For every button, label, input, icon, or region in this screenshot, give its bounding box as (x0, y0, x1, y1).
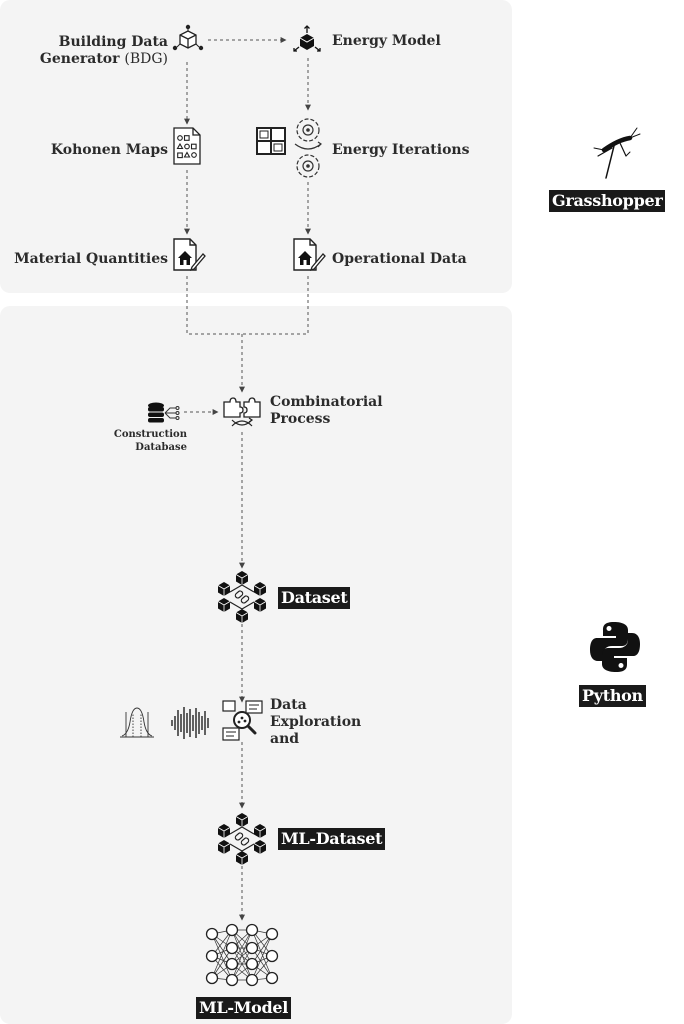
hex-cubes-icon (217, 813, 267, 865)
python-tool-label: Python (579, 685, 646, 707)
kohonen-maps-label: Kohonen Maps (50, 142, 168, 158)
construction-database-line2: Database (135, 442, 187, 453)
data-exploration-line2: Exploration (270, 714, 362, 730)
database-icon (148, 402, 180, 423)
hex-cubes-icon (217, 571, 267, 623)
neural-network-icon (205, 923, 279, 987)
bdg-label-line1: Building Data (58, 34, 168, 50)
gear-cycle-icon (294, 118, 322, 178)
bdg-label: Building Data Generator (BDG) (40, 34, 168, 68)
ml-dataset-label: ML-Dataset (278, 828, 386, 850)
house-edit-icon (173, 238, 206, 272)
window-grid-icon (256, 127, 286, 155)
combinatorial-line1: Combinatorial (270, 394, 383, 410)
operational-data-label: Operational Data (332, 251, 467, 267)
waveform-icon (171, 707, 209, 739)
house-edit-icon (293, 238, 326, 272)
construction-database-line1: Construction (113, 429, 187, 440)
cube-arrows-icon (293, 25, 321, 52)
data-exploration-line1: Data (270, 697, 307, 713)
energy-iterations-label: Energy Iterations (332, 142, 470, 158)
data-exploration-line3: and (270, 731, 300, 747)
python-logo-icon (590, 622, 640, 672)
python-stage-panel (0, 306, 512, 1024)
data-exploration-label: Data Exploration and (270, 697, 361, 748)
grasshopper-icon (593, 127, 641, 179)
construction-database-label: Construction Database (114, 428, 187, 454)
ml-model-label: ML-Model (196, 997, 292, 1019)
magnifier-chart-icon (222, 700, 263, 741)
material-quantities-label: Material Quantities (14, 251, 168, 267)
bdg-label-line2: Generator (39, 51, 120, 67)
grasshopper-tool-label: Grasshopper (549, 190, 666, 212)
bdg-abbr: (BDG) (124, 51, 168, 67)
dataset-label: Dataset (278, 587, 351, 609)
shapes-document-icon (173, 127, 201, 165)
distribution-chart-icon (120, 707, 154, 738)
puzzle-icon (223, 397, 261, 427)
cube-network-icon (172, 24, 204, 51)
energy-model-label: Energy Model (332, 33, 441, 49)
combinatorial-line2: Process (270, 411, 331, 427)
combinatorial-process-label: Combinatorial Process (270, 394, 383, 428)
